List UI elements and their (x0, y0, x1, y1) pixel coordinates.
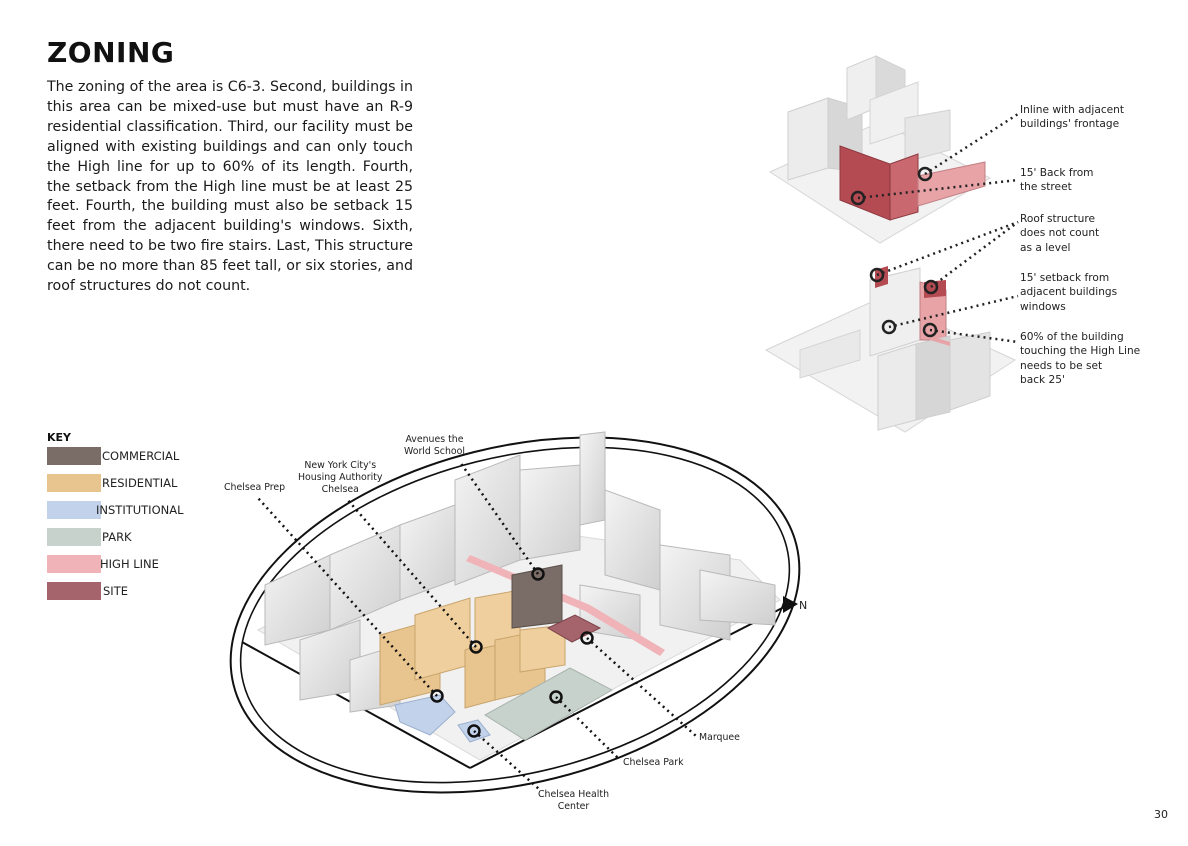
north-label: N (799, 599, 808, 612)
park-swatch (47, 528, 101, 546)
axon-bottom-building-3 (799, 329, 861, 379)
commercial-swatch (47, 447, 101, 465)
note-window-setback: 15' setback from adjacent buildings wind… (1020, 272, 1118, 313)
note-street-setback: 15' Back from the street (1020, 167, 1094, 194)
building-block-east-1 (604, 489, 661, 591)
leader-windows (888, 294, 1019, 329)
leader-roof-2 (930, 220, 1019, 289)
page-number: 30 (1154, 808, 1168, 821)
marker-health-center (467, 724, 481, 738)
axon-bottom-building-1 (877, 343, 917, 431)
axon-bottom-high-line (930, 336, 950, 346)
axon-bottom-marker-windows (881, 319, 897, 335)
site-swatch (47, 582, 101, 600)
site-ring-inner (239, 446, 791, 784)
key-label-high-line: HIGH LINE (100, 557, 159, 571)
building-row-west-1 (264, 554, 331, 646)
note-high-line-setback: 60% of the building touching the High Li… (1020, 331, 1141, 387)
key-label-park: PARK (102, 530, 132, 544)
leader-frontage (924, 112, 1019, 176)
axon-bottom-marker-roof-1 (869, 267, 885, 283)
axon-top-marker-street (850, 190, 866, 206)
axon-top-building-1 (787, 97, 829, 181)
axon-top-site-side (889, 153, 919, 221)
axon-top-high-line (917, 161, 986, 207)
marker-chelsea-park (549, 690, 563, 704)
note-roof-structure: Roof structure does not count as a level (1020, 213, 1100, 254)
building-block-east-3 (699, 569, 776, 626)
north-arrow-icon (783, 596, 798, 613)
leader-health-center (473, 730, 541, 791)
leader-roof-1 (876, 220, 1019, 277)
site-parcel (546, 614, 602, 643)
axon-top-building-4 (904, 109, 951, 163)
key-title: KEY (47, 431, 72, 444)
label-avenues-school: Avenues the World School (404, 434, 465, 457)
park-area (484, 667, 614, 741)
leader-marquee (586, 637, 697, 737)
north-axis-line (469, 603, 791, 769)
key-label-commercial: COMMERCIAL (102, 449, 180, 463)
key-label-institutional: INSTITUTIONAL (96, 503, 184, 517)
axon-bottom (764, 220, 1019, 433)
neighborhood-axon (229, 431, 801, 794)
page-title: ZONING (47, 36, 175, 69)
axon-bottom-building-1-side (915, 335, 951, 421)
label-nycha-chelsea: New York City's Housing Authority Chelse… (298, 460, 383, 495)
axon-bottom-marker-high-line (922, 322, 938, 338)
institutional-swatch (47, 501, 101, 519)
key-label-site: SITE (103, 584, 128, 598)
tower-north (579, 431, 606, 526)
high-line-swatch (47, 555, 101, 573)
label-marquee: Marquee (699, 732, 740, 743)
axon-top (768, 55, 1019, 244)
marker-marquee (580, 631, 594, 645)
axon-bottom-marker-roof-2 (923, 279, 939, 295)
note-frontage: Inline with adjacent buildings' frontage (1020, 104, 1125, 131)
zoning-description: The zoning of the area is C6-3. Second, … (47, 79, 413, 295)
building-block-north-2 (519, 464, 581, 561)
marker-nycha-chelsea (469, 640, 483, 654)
residential-swatch (47, 474, 101, 492)
label-chelsea-park: Chelsea Park (623, 757, 684, 768)
leader-chelsea-prep (257, 497, 438, 697)
marker-chelsea-prep (430, 689, 444, 703)
key-label-residential: RESIDENTIAL (102, 476, 178, 490)
axon-top-marker-frontage (917, 166, 933, 182)
site-ring-outer (229, 436, 801, 794)
label-health-center: Chelsea Health Center (538, 789, 610, 812)
marker-avenues-school (531, 567, 545, 581)
label-chelsea-prep: Chelsea Prep (224, 482, 286, 493)
axon-bottom-building-2 (949, 331, 991, 411)
